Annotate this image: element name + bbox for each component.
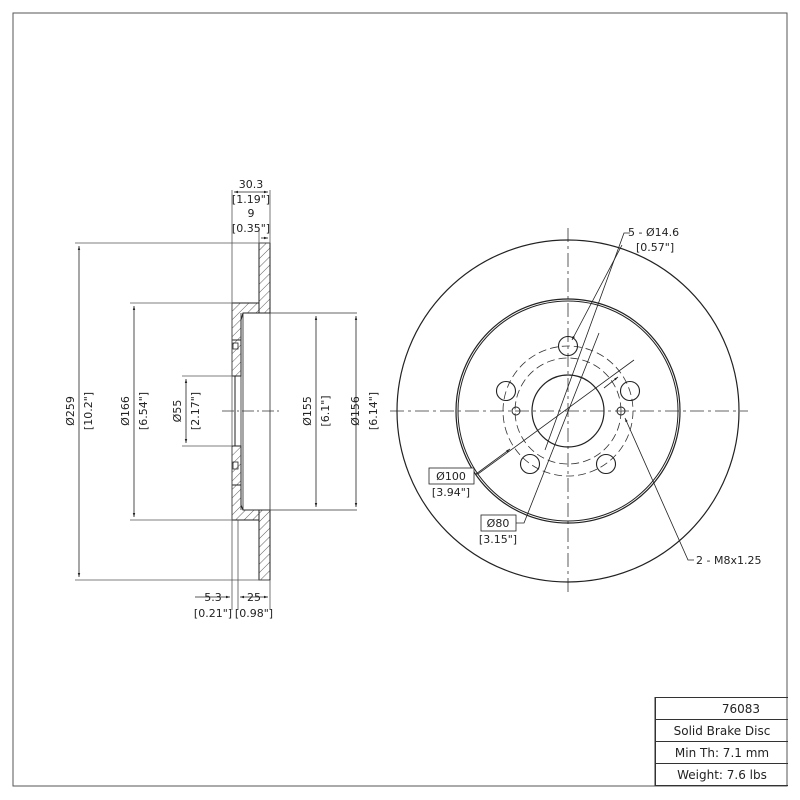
hat-bottom [231,484,260,521]
flange-thickness-in: [0.21"] [194,607,232,620]
hat-top [231,302,260,341]
outer-diameter-in: [10.2"] [82,392,95,430]
inner-diameter-2-mm: Ø156 [349,396,362,426]
bolt-circle-mm: Ø100 [436,470,466,483]
bolt-circle-box [428,467,475,485]
center-bore-in: [2.17"] [189,392,202,430]
lug-hole [557,335,579,357]
outer-diameter-mm: Ø259 [64,396,77,426]
disc-thickness-mm: 25 [247,591,261,604]
part-description: Solid Brake Disc [656,720,788,742]
weight: Weight: 7.6 lbs [656,764,788,786]
center-bore-mm: Ø55 [171,400,184,423]
lug-hole-leader [544,232,630,451]
disc-thickness-in: [0.98"] [235,607,273,620]
friction-ring-top [258,242,271,314]
pilot-circle-mm: Ø80 [487,517,510,530]
bolt-circle [502,345,634,477]
lug-hole [619,380,641,402]
lug-hole [519,453,541,475]
overall-width-mm: 30.3 [239,178,264,191]
lug-holes-label: 5 - Ø14.6 [628,226,679,239]
pilot-circle-leader [516,332,600,524]
flange-thickness-mm: 5.3 [204,591,222,604]
lug-holes-in: [0.57"] [636,241,674,254]
pilot-circle-in: [3.15"] [479,533,517,546]
hat-thickness-in: [0.35"] [232,222,270,235]
part-number: 76083 [656,698,788,720]
threaded-hole [616,406,626,416]
min-thickness: Min Th: 7.1 mm [656,742,788,764]
ring-inner-edge-1 [455,298,681,524]
inner-diameter-1-mm: Ø155 [301,396,314,426]
overall-width-in: [1.19"] [232,193,270,206]
inner-diameter-2-in: [6.14"] [367,392,380,430]
title-block: 76083 Solid Brake Disc Min Th: 7.1 mm We… [655,697,788,786]
pilot-circle [514,357,622,465]
inner-diameter-1-in: [6.1"] [319,395,332,426]
center-bore [531,374,605,448]
lug-hole [595,453,617,475]
ring-inner-edge-2 [457,300,679,522]
bolt-circle-in: [3.94"] [432,486,470,499]
hat-diameter-mm: Ø166 [119,396,132,426]
threaded-hole-leader [624,417,694,561]
pilot-circle-box [480,514,517,532]
plan-view: 5 - Ø14.6 [0.57"] Ø100 [3.94"] Ø80 [3.15… [390,226,761,595]
hat-thickness-mm: 9 [248,207,255,220]
threaded-holes-label: 2 - M8x1.25 [696,554,761,567]
friction-ring-bottom [258,509,271,581]
threaded-hole [511,406,521,416]
hat-diameter-in: [6.54"] [137,392,150,430]
disc-outer-edge [396,239,740,583]
lug-hole [495,380,517,402]
section-view: 30.3 [1.19"] 9 [0.35"] Ø259 [10.2"] Ø166… [64,178,380,620]
